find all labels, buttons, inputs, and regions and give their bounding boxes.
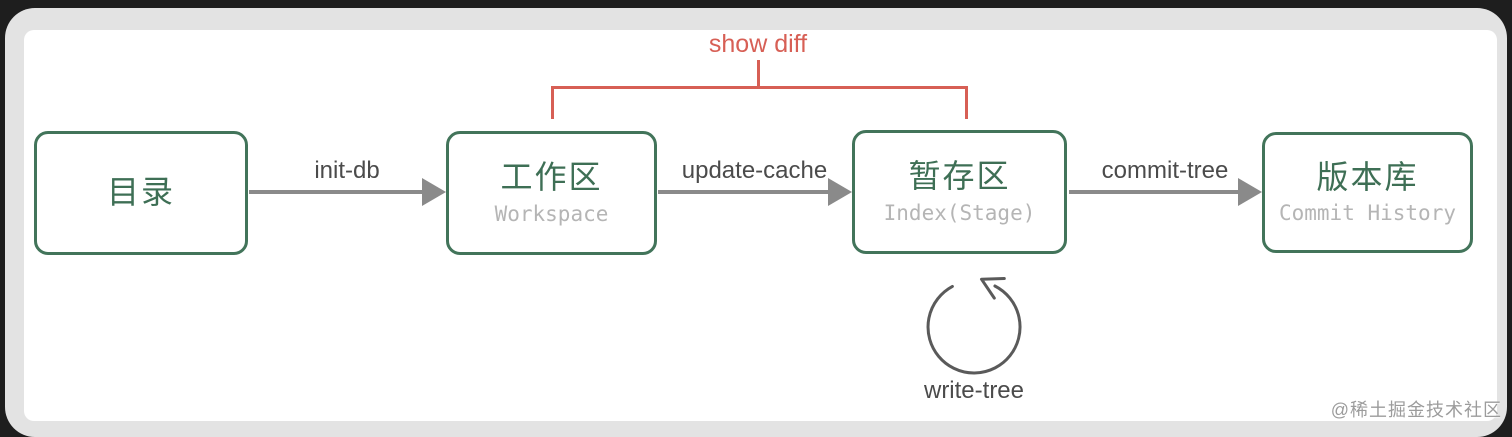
node-title: 工作区 [500,159,603,196]
watermark: @稀土掘金技术社区 [1330,400,1502,420]
node-workspace: 工作区 Workspace [446,131,657,255]
node-subtitle: Index(Stage) [883,200,1036,225]
bracket-line [551,86,968,89]
bracket-tick-left [551,86,554,119]
node-title: 暂存区 [908,158,1011,195]
arrowhead-icon [422,178,446,206]
arrow-line-init-db [249,190,423,194]
window-card [5,8,1507,437]
node-repository: 版本库 Commit History [1262,132,1473,253]
arrowhead-icon [1238,178,1262,206]
arrow-line-commit-tree [1069,190,1239,194]
edge-label-init-db: init-db [314,157,380,184]
node-directory: 目录 [34,131,248,255]
arrow-line-update-cache [658,190,830,194]
diagram-canvas [24,30,1497,421]
show-diff-label: show diff [708,30,808,58]
loop-arrowhead [980,277,1006,300]
edge-label-update-cache: update-cache [681,157,828,184]
node-title: 版本库 [1316,158,1419,195]
write-tree-loop-icon [926,277,1022,375]
arrowhead-icon [828,178,852,206]
node-stage: 暂存区 Index(Stage) [852,130,1067,254]
node-subtitle: Commit History [1278,201,1456,226]
write-tree-label: write-tree [923,377,1025,404]
loop-arc [926,284,1022,375]
edge-label-commit-tree: commit-tree [1101,157,1229,184]
bracket-stem [757,60,760,88]
node-title: 目录 [106,174,175,211]
bracket-tick-right [965,86,968,119]
node-subtitle: Workspace [494,201,609,226]
